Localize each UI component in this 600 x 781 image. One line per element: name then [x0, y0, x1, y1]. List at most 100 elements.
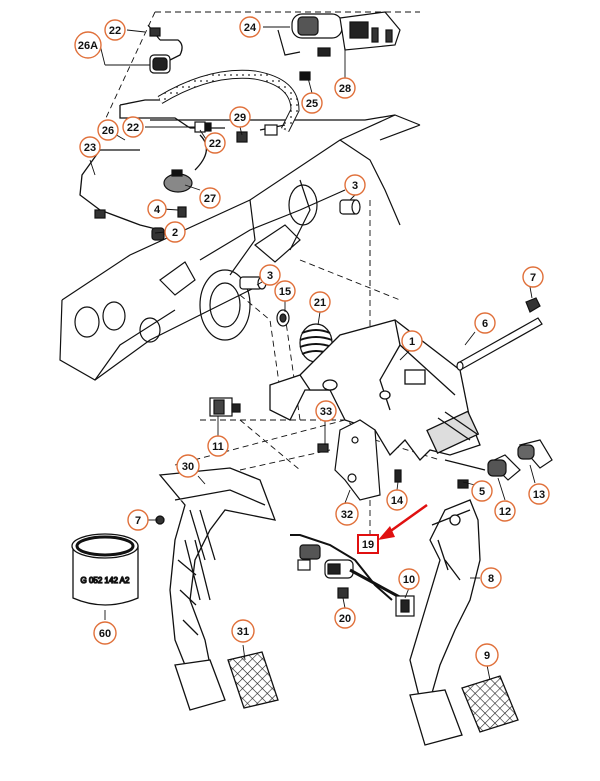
callout-ring — [127, 509, 149, 531]
callout-ring — [79, 136, 101, 158]
highlight-arrow — [378, 503, 428, 540]
callout-ring — [176, 454, 200, 478]
callout-7b: 7 — [127, 509, 149, 531]
callout-ring — [475, 643, 499, 667]
callout-number: 7 — [135, 515, 141, 527]
pivot-pins — [239, 199, 361, 290]
pedal-shaft — [456, 297, 543, 371]
callout-19-highlight-box — [357, 534, 379, 554]
callout-number: 29 — [234, 112, 246, 124]
callout-ring — [386, 489, 408, 511]
callout-number: 28 — [339, 83, 351, 95]
callout-ring — [344, 174, 366, 196]
callout-ring — [401, 330, 423, 352]
callout-23: 23 — [79, 136, 101, 158]
callout-ring — [480, 567, 502, 589]
callout-number: 33 — [320, 406, 332, 418]
callout-number: 22 — [109, 25, 121, 37]
callout-number: 9 — [484, 650, 490, 662]
callout-ring — [335, 502, 359, 526]
callout-32: 32 — [335, 502, 359, 526]
callout-9: 9 — [475, 643, 499, 667]
grease-tube: G 052 142 A2 — [71, 533, 139, 606]
callout-ring — [522, 266, 544, 288]
callout-ring — [398, 568, 420, 590]
callout-22b: 22 — [122, 116, 144, 138]
callout-number: 3 — [352, 180, 358, 192]
callout-number: 23 — [84, 142, 96, 154]
callout-number: 1 — [409, 336, 415, 348]
brake-pedal-pad — [461, 675, 519, 733]
callout-number: 30 — [182, 461, 194, 473]
callout-number: 2 — [172, 227, 178, 239]
callout-12: 12 — [494, 500, 516, 522]
callout-number: 22 — [127, 122, 139, 134]
callout-ring — [528, 483, 550, 505]
callout-6: 6 — [474, 312, 496, 334]
callout-number: 4 — [154, 204, 161, 216]
callout-ring — [104, 19, 126, 41]
callout-29: 29 — [229, 106, 251, 128]
callout-22a: 22 — [104, 19, 126, 41]
callout-ring — [259, 264, 281, 286]
switches — [209, 397, 553, 489]
callout-5: 5 — [471, 480, 493, 502]
callout-ring — [309, 291, 331, 313]
callout-3a: 3 — [344, 174, 366, 196]
callout-number: 32 — [341, 509, 353, 521]
callout-ring — [231, 619, 255, 643]
callout-ring — [274, 280, 296, 302]
callout-ring — [147, 199, 167, 219]
callout-25: 25 — [301, 92, 323, 114]
callout-20: 20 — [334, 607, 356, 629]
fittings — [94, 71, 311, 241]
clutch-hose — [157, 69, 300, 133]
callout-ring — [334, 607, 356, 629]
callout-ring — [207, 435, 229, 457]
callout-ring — [239, 16, 261, 38]
callout-number: 22 — [209, 138, 221, 150]
callout-24: 24 — [239, 16, 261, 38]
callout-number: 13 — [533, 489, 545, 501]
callout-ring — [93, 621, 117, 645]
slave-cylinder-assembly — [277, 11, 401, 57]
callout-8: 8 — [480, 567, 502, 589]
callout-number: 60 — [99, 628, 111, 640]
reservoir-fitting — [147, 24, 171, 74]
callout-number: 10 — [403, 574, 415, 586]
callout-33: 33 — [315, 400, 337, 422]
callout-number: 25 — [306, 98, 318, 110]
callout-13: 13 — [528, 483, 550, 505]
callout-ring — [199, 187, 221, 209]
callout-ring — [229, 106, 251, 128]
callout-7a: 7 — [522, 266, 544, 288]
callout-26A: 26A — [74, 31, 102, 59]
callout-ring — [204, 132, 226, 154]
callout-15: 15 — [274, 280, 296, 302]
tube-label: G 052 142 A2 — [81, 576, 130, 585]
callout-ring — [474, 312, 496, 334]
callout-number: 27 — [204, 193, 216, 205]
callout-number: 3 — [267, 270, 273, 282]
brake-pedal — [409, 499, 481, 746]
callout-ring — [164, 221, 186, 243]
callout-26: 26 — [97, 119, 119, 141]
callout-number: 5 — [479, 486, 485, 498]
callout-21: 21 — [309, 291, 331, 313]
callout-31: 31 — [231, 619, 255, 643]
callout-number: 19 — [362, 539, 374, 551]
callout-number: 20 — [339, 613, 351, 625]
callout-4: 4 — [147, 199, 167, 219]
callout-ring — [334, 77, 356, 99]
callout-number: 8 — [488, 573, 494, 585]
callout-number: 14 — [391, 495, 404, 507]
clutch-master-cylinder — [290, 534, 415, 617]
callout-2: 2 — [164, 221, 186, 243]
callout-number: 26 — [102, 125, 114, 137]
clutch-pedal-pad — [227, 651, 279, 709]
clutch-pedal — [155, 467, 277, 711]
bulkhead-panel — [59, 114, 421, 381]
callout-number: 26A — [78, 40, 98, 52]
